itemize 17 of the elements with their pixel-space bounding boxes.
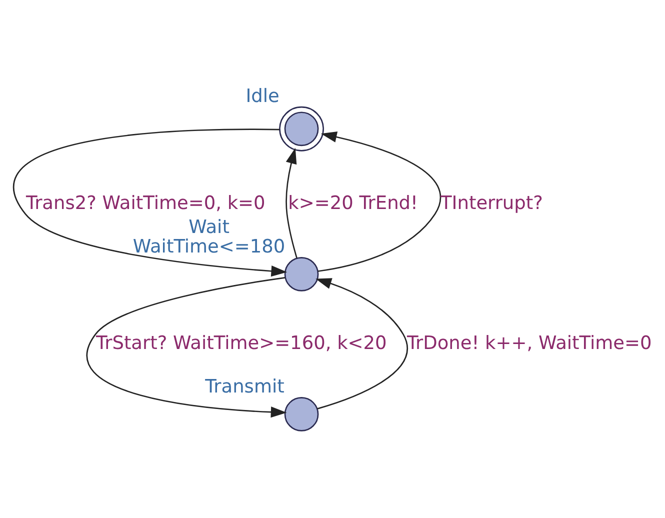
arrow [14, 128, 288, 277]
node-label: Wait [188, 216, 230, 238]
node-circle [284, 397, 319, 432]
arrow [318, 132, 441, 272]
edge-label: TInterrupt? [440, 193, 543, 214]
node-label: WaitTime<=180 [132, 236, 286, 258]
node-label: Transmit [205, 376, 284, 398]
arrow [286, 148, 298, 258]
arrow [86, 277, 287, 418]
edge-label: k>=20 TrEnd! [288, 193, 418, 214]
node-circle [279, 106, 324, 152]
edge-label: TrDone! k++, WaitTime=0 [406, 333, 652, 354]
node-circle [284, 257, 319, 292]
node-label: Idle [246, 86, 280, 108]
edge-label: Trans2? WaitTime=0, k=0 [26, 193, 266, 214]
edge-label: TrStart? WaitTime>=160, k<20 [96, 333, 387, 354]
arrow [316, 278, 408, 410]
